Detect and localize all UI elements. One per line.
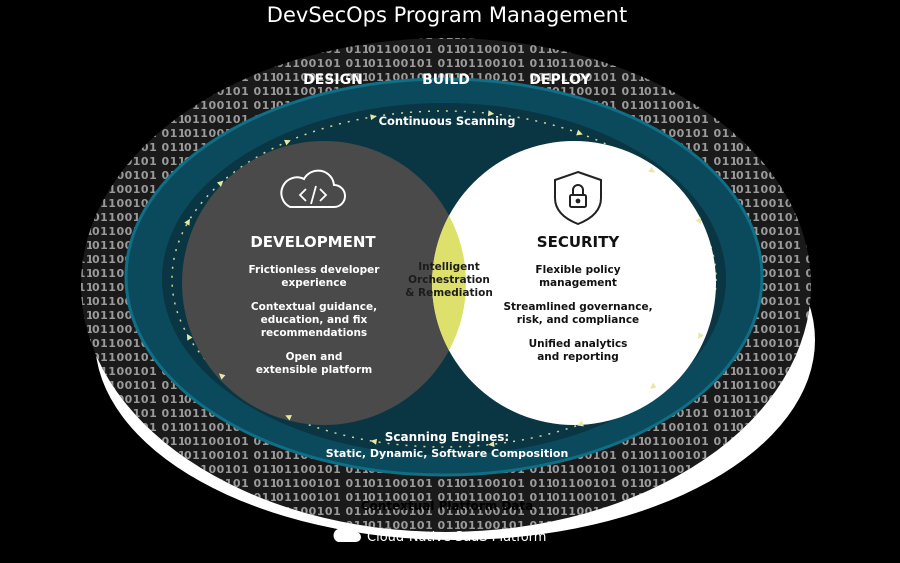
orbit-arrow-icon — [698, 332, 704, 340]
orbit-arrow-icon — [284, 139, 291, 146]
cloud-code-icon — [280, 169, 346, 208]
scanning-engines-title: Scanning Engines: — [385, 430, 509, 444]
phase-design-label: DESIGN — [303, 72, 363, 88]
intersection-text-line: Intelligent — [418, 261, 479, 273]
orbit-arrow-icon — [576, 129, 583, 136]
development-item-line: recommendations — [261, 327, 367, 339]
security-item-line: risk, and compliance — [517, 314, 639, 326]
cloud-icon — [333, 525, 361, 542]
security-heading: SECURITY — [537, 233, 621, 251]
orbit-arrow-icon — [285, 415, 292, 421]
development-item-line: experience — [281, 277, 346, 289]
continuous-scanning-label: Continuous Scanning — [379, 114, 516, 128]
development-item-line: extensible platform — [256, 364, 372, 376]
security-circle — [432, 141, 716, 425]
phase-build-label: BUILD — [422, 72, 470, 88]
security-item-line: Streamlined governance, — [503, 301, 652, 313]
security-item-line: and reporting — [537, 351, 619, 363]
development-item-line: Contextual guidance, — [251, 301, 377, 313]
orbit-arrow-icon — [695, 217, 702, 225]
orbit-arrow-icon — [648, 166, 655, 173]
orbit-arrow-icon — [487, 110, 495, 117]
development-item-line: Frictionless developer — [249, 264, 381, 276]
security-item-line: management — [539, 277, 617, 289]
development-items: Frictionless developerexperienceContextu… — [249, 264, 381, 376]
security-item-line: Flexible policy — [535, 264, 620, 276]
orbit-arrow-icon — [370, 438, 378, 445]
diagram-title: DevSecOps Program Management — [267, 3, 627, 27]
phase-deploy-label: DEPLOY — [529, 72, 591, 88]
development-item-line: Open and — [286, 351, 343, 363]
orbit-arrow-icon — [649, 382, 657, 389]
orbit-arrow-icon — [370, 114, 377, 121]
orbit-arrow-icon — [218, 373, 226, 380]
dotted-orbit — [171, 110, 717, 448]
orbit-arrows — [184, 110, 704, 448]
development-item-line: education, and fix — [261, 314, 368, 326]
saas-platform-label: Cloud-Native SaaS Platform — [367, 530, 546, 545]
intersection-text-line: & Remediation — [405, 287, 493, 299]
security-item-line: Unified analytics — [529, 338, 628, 350]
orbit-arrow-icon — [186, 333, 193, 341]
development-heading: DEVELOPMENT — [250, 233, 376, 251]
shield-lock-icon — [554, 170, 602, 226]
intersection-text-line: Orchestration — [408, 274, 490, 286]
orbit-arrow-icon — [216, 180, 224, 187]
platform-data-label: Contextual Platform Data — [361, 499, 534, 513]
orbit-arrow-icon — [184, 218, 190, 226]
development-circle — [182, 141, 466, 425]
scanning-engines-subtitle: Static, Dynamic, Software Composition — [326, 447, 569, 460]
orbit-arrow-icon — [488, 441, 495, 448]
orbit-arrow-icon — [577, 420, 584, 427]
